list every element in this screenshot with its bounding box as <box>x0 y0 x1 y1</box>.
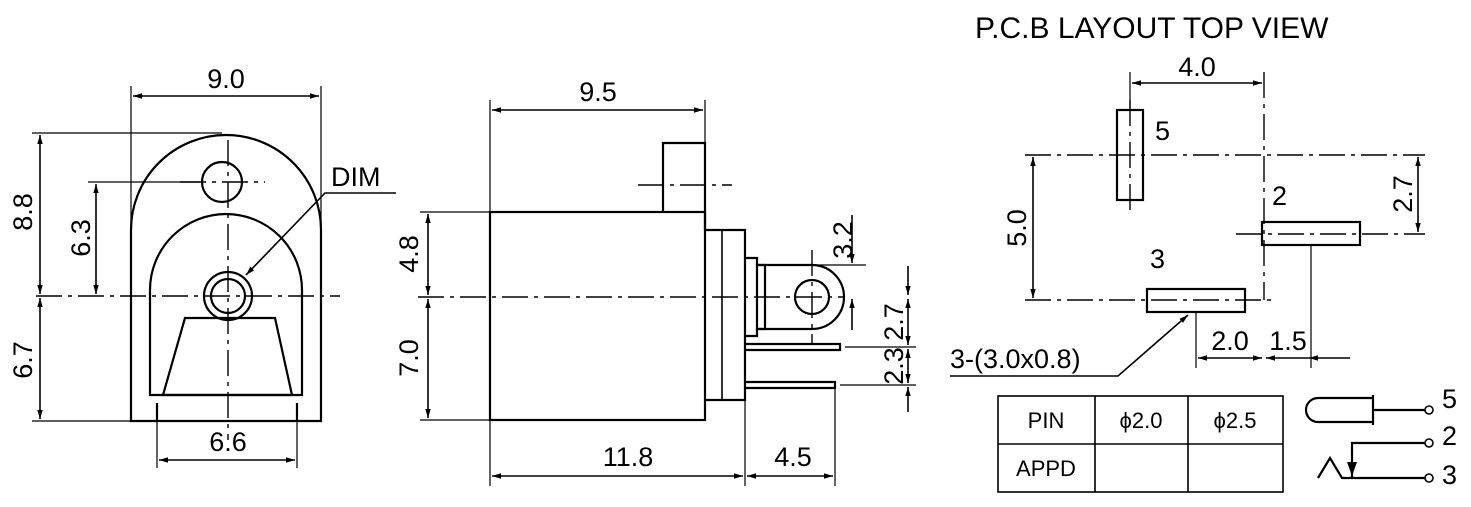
table-header-d25: ϕ2.5 <box>1214 408 1257 433</box>
dim-side-depth-top: 9.5 <box>579 77 617 107</box>
dim-callout-label: DIM <box>331 162 381 192</box>
dim-side-pin-offset: 3.2 <box>828 221 858 259</box>
dim-side-pin-spacing-a: 2.7 <box>879 303 909 341</box>
pcb-pin-label-3: 3 <box>1150 244 1165 274</box>
dim-front-width-bottom: 6.6 <box>209 427 247 457</box>
jack-schematic: 5 2 3 <box>1304 384 1457 490</box>
schematic-terminal-2 <box>1424 438 1434 448</box>
schematic-pin-2: 2 <box>1442 421 1457 451</box>
pcb-pin-label-5: 5 <box>1155 116 1170 146</box>
pcb-pad-spec: 3-(3.0x0.8) <box>950 344 1081 374</box>
table-header-d20: ϕ2.0 <box>1120 408 1163 433</box>
dim-callout-leader <box>245 192 396 276</box>
pcb-title: P.C.B LAYOUT TOP VIEW <box>975 12 1329 45</box>
dim-pcb-spacing-x: 4.0 <box>1178 52 1216 82</box>
front-bottom-tab <box>155 403 299 421</box>
side-pin-lower-2 <box>745 380 837 390</box>
dim-front-height-bottom: 6.7 <box>8 341 38 379</box>
schematic-pin-3: 3 <box>1442 460 1457 490</box>
dim-pcb-spacing-y: 5.0 <box>1002 209 1032 247</box>
side-pin-lower-1 <box>745 342 842 352</box>
schematic-pin-2-arrow <box>1347 462 1357 476</box>
dim-pcb-offset-a: 2.0 <box>1211 326 1249 356</box>
table-header-pin: PIN <box>1028 408 1065 433</box>
schematic-terminal-5 <box>1424 405 1434 415</box>
dim-pcb-offset-b: 1.5 <box>1269 326 1307 356</box>
schematic-terminal-3 <box>1424 473 1434 483</box>
schematic-pin-2-body <box>1350 441 1425 478</box>
schematic-pin-5-body <box>1304 395 1425 425</box>
side-flange-rear <box>705 228 747 402</box>
dim-pcb-pin2-offset: 2.7 <box>1388 175 1418 213</box>
side-flange-top <box>661 141 707 230</box>
pcb-layout: P.C.B LAYOUT TOP VIEW 4.0 5 2 3 5.0 2.7 … <box>950 12 1425 377</box>
appd-table: PIN ϕ2.0 ϕ2.5 APPD <box>997 395 1284 493</box>
dim-side-lower-height: 7.0 <box>394 339 424 377</box>
pcb-pad-spec-leader <box>950 314 1189 377</box>
dim-side-pin-length: 4.5 <box>774 442 812 472</box>
side-body <box>488 210 707 422</box>
front-contact-trapezoid <box>161 316 294 397</box>
dim-side-pin-spacing-b: 2.3 <box>879 347 909 385</box>
front-inner-arch <box>148 212 304 397</box>
front-view: 9.0 8.8 6.3 6.7 6.6 DIM <box>8 64 396 468</box>
pcb-pin-label-2: 2 <box>1272 181 1287 211</box>
schematic-pin-5: 5 <box>1442 384 1457 414</box>
side-view: 9.5 4.8 7.0 3.2 2.7 2.3 11.8 4.5 <box>394 77 916 486</box>
dim-side-body-length: 11.8 <box>603 442 654 472</box>
dim-front-height-total: 8.8 <box>8 193 38 231</box>
table-row-appd: APPD <box>1016 456 1076 481</box>
dim-front-width-top: 9.0 <box>207 64 245 94</box>
front-body-outline <box>129 133 323 423</box>
schematic-pin-3-body <box>1317 455 1425 480</box>
dim-side-upper-height: 4.8 <box>394 235 424 273</box>
dim-front-height-center: 6.3 <box>66 219 96 257</box>
